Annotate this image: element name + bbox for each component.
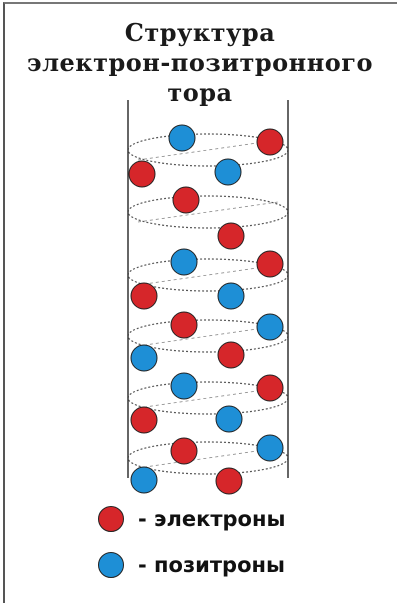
- ring-hatch: [137, 201, 279, 223]
- positron-particle: [256, 313, 284, 341]
- positron-particle: [130, 344, 158, 372]
- diagram-frame: [3, 2, 397, 603]
- electron-particle: [215, 467, 243, 495]
- electron-particle: [217, 222, 245, 250]
- title-line-1: Структура: [124, 18, 276, 47]
- legend-positrons-label: - позитроны: [138, 553, 286, 577]
- positron-particle: [170, 372, 198, 400]
- legend-electrons: - электроны: [98, 504, 285, 534]
- positron-particle: [214, 158, 242, 186]
- electron-particle: [170, 437, 198, 465]
- particle-layer: [128, 124, 284, 495]
- positron-particle: [215, 405, 243, 433]
- title-line-3: тора: [167, 78, 233, 107]
- electron-particle: [256, 374, 284, 402]
- positron-particle: [256, 434, 284, 462]
- positron-particle: [217, 282, 245, 310]
- electron-particle: [128, 160, 156, 188]
- positron-particle: [130, 466, 158, 494]
- positron-legend-dot: [98, 552, 124, 578]
- electron-particle: [170, 311, 198, 339]
- legend-electrons-label: - электроны: [138, 507, 286, 531]
- positron-particle: [168, 124, 196, 152]
- ring-hatch: [137, 264, 279, 286]
- electron-particle: [130, 406, 158, 434]
- dotted-ring: [127, 195, 289, 229]
- electron-particle: [217, 341, 245, 369]
- electron-particle: [130, 282, 158, 310]
- cylinder-outline: [127, 100, 289, 478]
- diagram-title: Структура электрон-позитронного тора: [0, 18, 400, 108]
- electron-particle: [256, 128, 284, 156]
- electron-particle: [256, 250, 284, 278]
- positron-particle: [170, 248, 198, 276]
- legend-positrons: - позитроны: [98, 550, 285, 580]
- title-line-2: электрон-позитронного: [26, 48, 374, 77]
- electron-particle: [172, 186, 200, 214]
- electron-legend-dot: [98, 506, 124, 532]
